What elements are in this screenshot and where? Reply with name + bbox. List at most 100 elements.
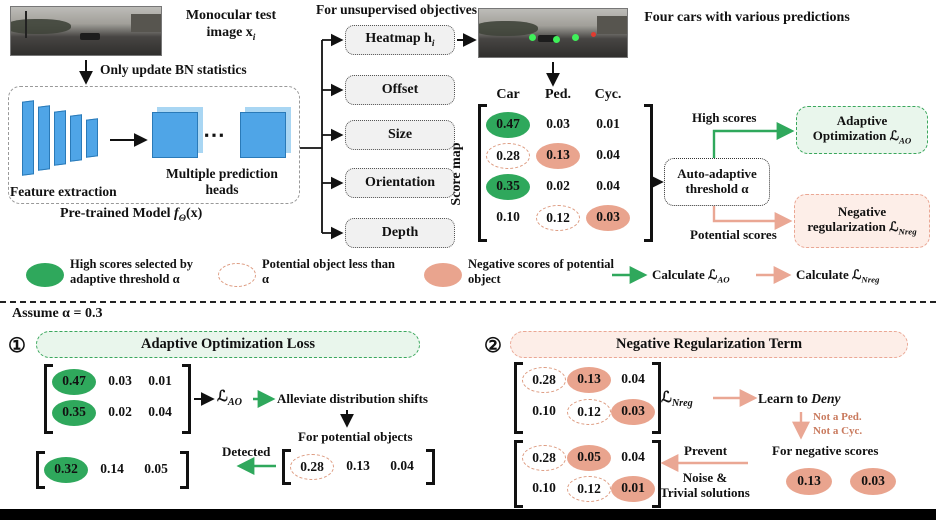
head-orientation-label: Orientation	[365, 174, 435, 190]
panel2-header: Negative Regularization Term	[510, 331, 908, 358]
scene-car	[80, 32, 100, 41]
feature-layer	[70, 114, 82, 162]
p2-loss-sub: Nreg	[671, 398, 693, 409]
p1-pot-bracket-right	[426, 449, 435, 485]
p2-for-negative-label: For negative scores	[772, 443, 879, 458]
detection-dot	[553, 36, 560, 44]
head-heatmap-sub: i	[431, 38, 435, 49]
p1-cell: 0.47	[52, 369, 96, 395]
panel1-number: ①	[8, 335, 26, 357]
legend-calc-nreg-label: Calculate ℒNreg	[796, 267, 926, 285]
panel2-number: ②	[484, 335, 502, 357]
detection-dot-red	[591, 32, 597, 38]
head-box-offset: Offset	[345, 75, 455, 105]
legend-high-label: High scores selected by adaptive thresho…	[70, 257, 194, 286]
p2-bot-bracket-right	[652, 440, 661, 508]
score-cell: 0.28	[486, 143, 530, 169]
score-cell: 0.13	[536, 143, 580, 169]
score-col-ped: Ped.	[544, 87, 572, 102]
scene-building	[597, 15, 627, 34]
p2-noise-line1: Noise &	[682, 470, 728, 485]
score-cell: 0.10	[496, 209, 520, 224]
p2-cell: 0.05	[567, 445, 611, 471]
score-cell: 0.02	[546, 178, 570, 193]
legend-calc-nreg-text: Calculate ℒ	[796, 267, 862, 282]
legend-negative-label: Negative scores of potential object	[468, 257, 614, 286]
p1-cell: 0.01	[148, 373, 172, 388]
p2-noise-line2: Trivial solutions	[660, 485, 750, 501]
p1-cell: 0.32	[44, 457, 88, 483]
p2-bracket-left	[514, 362, 523, 434]
score-bracket-left	[478, 104, 487, 242]
pretrained-model-label: Pre-trained Model fΘ(x)	[60, 206, 280, 225]
p1-pot-bracket-left	[282, 449, 291, 485]
p2-learn-label: Learn to Deny	[758, 391, 888, 407]
p1-loss-label: ℒAO	[217, 389, 242, 409]
prediction-heads-label: Multiple prediction heads	[166, 166, 278, 197]
p2-loss-l: ℒ	[661, 390, 672, 406]
score-cell: 0.04	[596, 147, 620, 162]
head-size-label: Size	[387, 126, 413, 142]
feature-layer	[86, 118, 98, 158]
adaptive-optimization-box: Adaptive Optimization ℒAO	[796, 106, 928, 154]
threshold-label: Auto-adaptive threshold α	[677, 166, 757, 196]
p1-cell: 0.04	[390, 458, 414, 473]
score-cell: 0.12	[536, 205, 580, 231]
p2-learn-deny: Deny	[811, 391, 841, 406]
p2-not-cyc-label: Not a Cyc.	[813, 425, 863, 437]
feature-layer	[38, 105, 50, 171]
p2-not-ped-label: Not a Ped.	[813, 411, 862, 423]
feature-extraction-label: Feature extraction	[10, 184, 117, 199]
detection-dot	[572, 33, 580, 41]
legend-high-ellipse	[26, 263, 64, 287]
p2-cell: 0.01	[611, 476, 655, 502]
head-box-heatmap: Heatmap hi	[345, 25, 455, 55]
p1-cell: 0.02	[108, 404, 132, 419]
predictions-image	[478, 8, 628, 58]
high-scores-label: High scores	[692, 110, 757, 125]
score-cell: 0.01	[596, 116, 620, 131]
score-cell: 0.03	[586, 205, 630, 231]
ao-box-sub: AO	[899, 135, 912, 146]
head-offset-label: Offset	[381, 81, 419, 97]
p2-prevent-label: Prevent	[684, 443, 728, 458]
pretrained-prefix: Pre-trained Model	[60, 206, 175, 221]
nreg-box-sub: Nreg	[898, 226, 917, 237]
test-image-caption-text: Monocular test image x	[185, 8, 277, 40]
score-cell: 0.03	[546, 116, 570, 131]
panel1-title: Adaptive Optimization Loss	[140, 336, 315, 352]
p1-for-potential-label: For potential objects	[298, 429, 413, 444]
p2-loss-label: ℒNreg	[661, 390, 693, 410]
scene-trees	[479, 20, 539, 36]
p1-cell: 0.03	[108, 373, 132, 388]
p1-detected-label: Detected	[222, 444, 271, 459]
pretrained-f: f	[174, 206, 179, 221]
score-col-car: Car	[496, 87, 520, 102]
legend-potential-label: Potential object less than α	[262, 257, 395, 286]
assume-alpha-label: Assume α = 0.3	[12, 306, 103, 321]
p2-cell: 0.12	[567, 476, 611, 502]
p1-cell: 0.04	[148, 404, 172, 419]
p2-bracket-right	[652, 362, 661, 434]
legend-calc-nreg-sub: Nreg	[861, 274, 880, 285]
head-box-size: Size	[345, 120, 455, 150]
p1-cell: 0.35	[52, 400, 96, 426]
score-cell: 0.47	[486, 112, 530, 138]
head-heatmap-label: Heatmap h	[365, 30, 432, 46]
p1-cell: 0.28	[290, 454, 334, 480]
p2-cell: 0.28	[522, 445, 566, 471]
p2-cell: 0.04	[621, 371, 645, 386]
p1-cell: 0.05	[144, 461, 168, 476]
legend-calc-ao-label: Calculate ℒAO	[652, 267, 762, 285]
score-cell: 0.04	[596, 178, 620, 193]
p1-cell: 0.13	[346, 458, 370, 473]
legend-calc-ao-sub: AO	[717, 274, 730, 285]
potential-scores-arrow	[712, 206, 793, 230]
pretrained-theta: Θ	[178, 213, 186, 224]
p2-learn-text: Learn to	[758, 391, 812, 406]
auto-adaptive-threshold-box: Auto-adaptive threshold α	[664, 158, 770, 206]
nreg-box-label: Negative regularization ℒ	[807, 204, 899, 235]
legend-potential-ellipse	[218, 263, 256, 287]
test-image-caption-sub: i	[252, 32, 256, 43]
